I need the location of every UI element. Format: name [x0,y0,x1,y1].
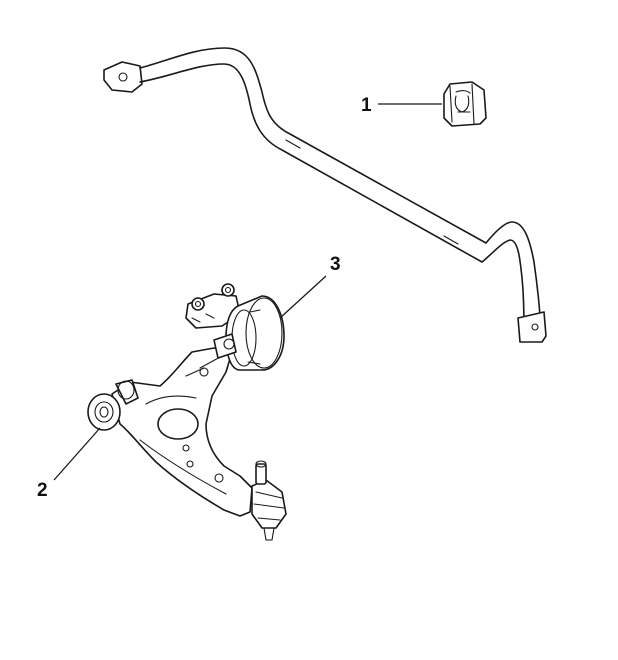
leader-lines [53,103,442,481]
callout-2: 2 [37,480,48,501]
stabilizer-bushing [443,81,487,127]
callout-1: 1 [361,95,372,116]
leader-line-3 [279,275,327,319]
callout-3: 3 [330,254,341,275]
lower-control-arm [87,347,253,517]
leader-line-2 [53,427,101,481]
stabilizer-bar [103,47,547,343]
control-arm-rear-bushing [185,283,285,371]
ball-joint [251,460,287,541]
